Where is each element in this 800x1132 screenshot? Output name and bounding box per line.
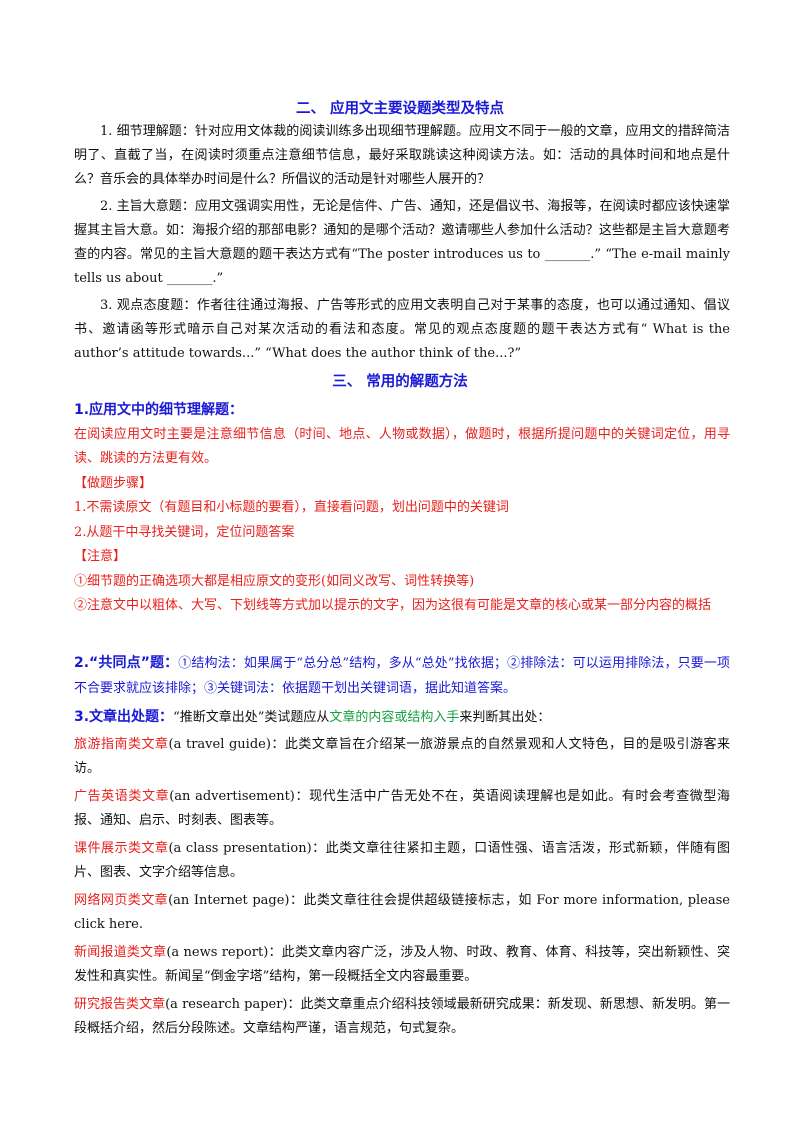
source-type-label: 广告英语类文章 bbox=[74, 788, 170, 804]
paragraph-detail-question: 1. 细节理解题：针对应用文体裁的阅读训练多出现细节理解题。应用文不同于一般的文… bbox=[74, 124, 730, 187]
source-type-text: (an Internet page)：此类文章往往会提供超级链接标志，如 For… bbox=[74, 892, 730, 933]
source-type-label: 旅游指南类文章 bbox=[74, 736, 169, 752]
method-1-intro: 在阅读应用文时主要是注意细节信息（时间、地点、人物或数据），做题时，根据所提问题… bbox=[74, 426, 730, 467]
source-type-research-paper: 研究报告类文章(a research paper)：此类文章重点介绍科技领域最新… bbox=[74, 993, 730, 1042]
source-type-text: (a news report)：此类文章内容广泛，涉及人物、时政、教育、体育、科… bbox=[74, 944, 730, 985]
step-1: 1.不需读原文（有题目和小标题的要看），直接看问题，划出问题中的关键词 bbox=[74, 500, 509, 515]
source-type-label: 新闻报道类文章 bbox=[74, 944, 167, 960]
source-type-text: (a travel guide)：此类文章旨在介绍某一旅游景点的自然景观和人文特… bbox=[74, 736, 730, 777]
paragraph-main-idea-question: 2. 主旨大意题：应用文强调实用性，无论是信件、广告、通知，还是倡议书、海报等，… bbox=[74, 199, 730, 286]
section-3-title: 三、 常用的解题方法 bbox=[332, 374, 468, 390]
steps-label: 【做题步骤】 bbox=[74, 475, 153, 491]
source-type-travel-guide: 旅游指南类文章(a travel guide)：此类文章旨在介绍某一旅游景点的自… bbox=[74, 733, 730, 782]
note-label: 【注意】 bbox=[74, 549, 127, 564]
source-type-text: (a class presentation)：此类文章往往紧扣主题，口语性强、语… bbox=[74, 840, 730, 881]
note-1: ①细节题的正确选项大都是相应原文的变形(如同义改写、词性转换等) bbox=[74, 573, 475, 589]
source-type-class-presentation: 课件展示类文章(a class presentation)：此类文章往往紧扣主题… bbox=[74, 837, 730, 886]
section-2-title: 二、 应用文主要设题类型及特点 bbox=[295, 101, 505, 117]
source-type-news-report: 新闻报道类文章(a news report)：此类文章内容广泛，涉及人物、时政、… bbox=[74, 941, 730, 990]
step-2: 2.从题干中寻找关键词，定位问题答案 bbox=[74, 524, 295, 540]
method-2-heading: 2.“共同点”题： bbox=[74, 655, 179, 671]
source-type-label: 课件展示类文章 bbox=[74, 840, 169, 856]
method-3-heading: 3.文章出处题： bbox=[74, 709, 174, 725]
method-1-block: 1.应用文中的细节理解题： 在阅读应用文时主要是注意细节信息（时间、地点、人物或… bbox=[74, 398, 730, 619]
method-2-body: ①结构法：如果属于“总分总”结构，多从“总处”找依据；②排除法：可以运用排除法，… bbox=[74, 656, 730, 696]
source-type-text: (an advertisement)：现代生活中广告无处不在，英语阅读理解也是如… bbox=[74, 788, 730, 829]
source-type-label: 网络网页类文章 bbox=[74, 892, 169, 908]
source-type-text: (a research paper)：此类文章重点介绍科技领域最新研究成果：新发… bbox=[74, 996, 730, 1037]
method-1-heading: 1.应用文中的细节理解题： bbox=[74, 402, 244, 418]
source-type-advertisement: 广告英语类文章(an advertisement)：现代生活中广告无处不在，英语… bbox=[74, 785, 730, 834]
method-3-body-b: 来判断其出处： bbox=[459, 710, 551, 725]
method-3-body-a: “推断文章出处”类试题应从 bbox=[173, 710, 330, 725]
source-type-internet-page: 网络网页类文章(an Internet page)：此类文章往往会提供超级链接标… bbox=[74, 889, 730, 938]
method-2-block: 2.“共同点”题：①结构法：如果属于“总分总”结构，多从“总处”找依据；②排除法… bbox=[74, 651, 730, 701]
note-2: ②注意文中以粗体、大写、下划线等方式加以提示的文字，因为这很有可能是文章的核心或… bbox=[74, 598, 712, 613]
method-3-block: 3.文章出处题：“推断文章出处”类试题应从文章的内容或结构入手来判断其出处： 旅… bbox=[74, 705, 730, 1042]
method-3-body-highlight: 文章的内容或结构入手 bbox=[329, 710, 460, 725]
source-type-label: 研究报告类文章 bbox=[74, 996, 166, 1012]
paragraph-attitude-question: 3. 观点态度题：作者往往通过海报、广告等形式的应用文表明自己对于某事的态度，也… bbox=[74, 298, 730, 361]
method-3-line: 3.文章出处题：“推断文章出处”类试题应从文章的内容或结构入手来判断其出处： bbox=[74, 705, 730, 731]
